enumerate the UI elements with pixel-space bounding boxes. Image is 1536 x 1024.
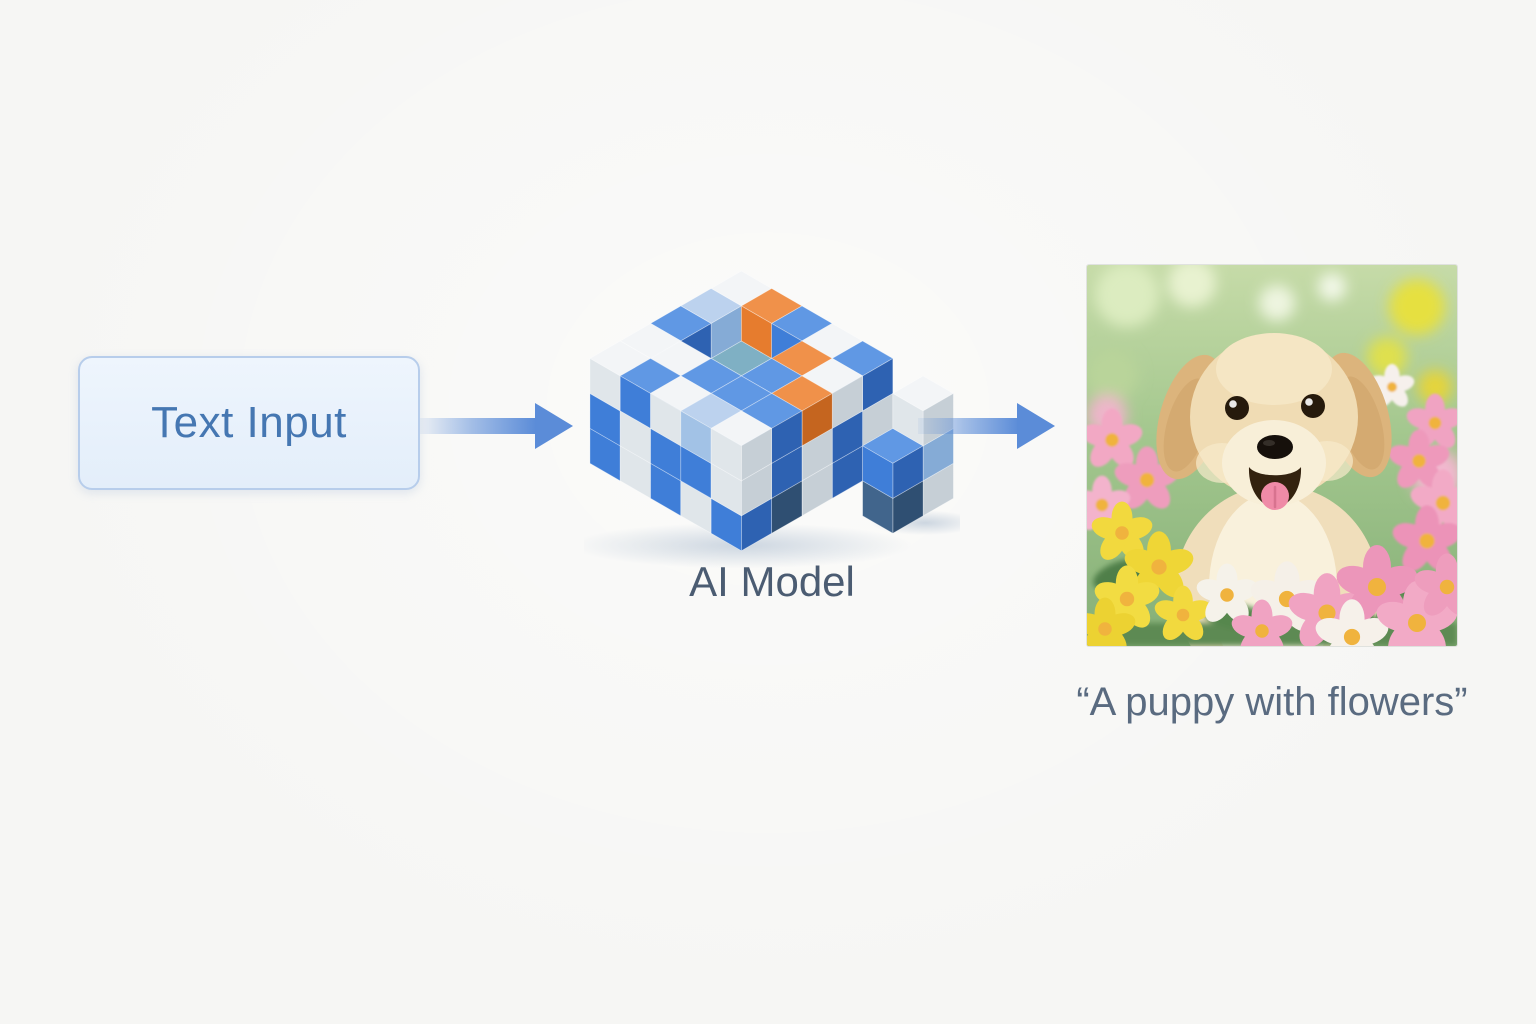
arrow-shaft: [420, 418, 536, 434]
arrow-shaft: [918, 418, 1019, 434]
voxel-cube-icon: [584, 270, 960, 569]
puppy-with-flowers-photo: [1087, 265, 1457, 646]
arrow-head: [535, 403, 573, 449]
generated-puppy-image: [1087, 265, 1457, 646]
text-input-node: Text Input: [78, 356, 420, 490]
text-input-label: Text Input: [151, 398, 347, 447]
ai-model-label: AI Model: [689, 558, 855, 605]
output-caption: “A puppy with flowers”: [1076, 680, 1468, 724]
arrow-head: [1017, 403, 1055, 449]
flow-arrow-2-icon: [918, 403, 1055, 449]
ai-model-cube-illustration: [584, 264, 960, 570]
flow-arrow-1-icon: [420, 403, 573, 449]
